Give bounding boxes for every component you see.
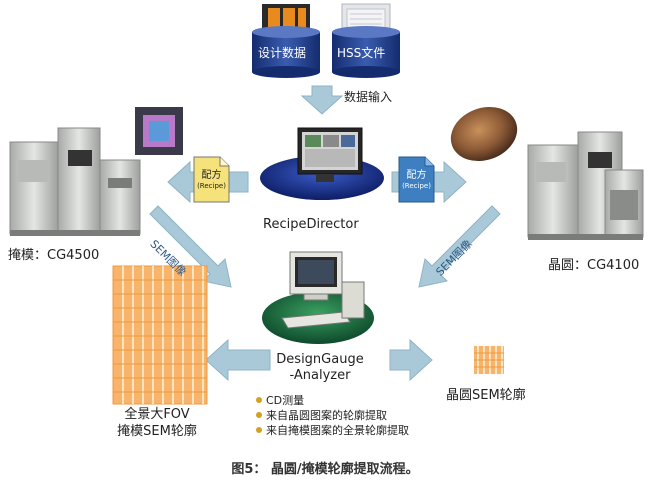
design-data-label: 设计数据 <box>258 46 307 60</box>
hss-file-label: HSS文件 <box>337 46 386 60</box>
mask-sem-contour-grid <box>112 265 208 405</box>
recipe-doc-yellow-text: 配方 (Recipe) <box>194 170 229 192</box>
recipe-doc-yellow <box>193 156 230 203</box>
feature-item: 来自晶圆图案的轮廓提取 <box>256 408 409 423</box>
recipe-doc-title: 配方 <box>201 170 222 181</box>
design-gauge-line1: DesignGauge <box>276 352 364 367</box>
mask-fov-label: 全景大FOV 掩模SEM轮廓 <box>92 406 222 440</box>
figure-caption: 图5： 晶圆/掩模轮廓提取流程。 <box>231 462 419 477</box>
mask-machine-cg4500 <box>9 127 141 236</box>
bullet-dot <box>256 412 262 418</box>
feature-text: 来自掩模图案的全景轮廓提取 <box>266 424 409 437</box>
recipe-doc-sub: (Recipe) <box>197 182 226 190</box>
recipe-director-label: RecipeDirector <box>263 217 359 232</box>
feature-item: CD测量 <box>256 393 409 408</box>
wafer-sem-label: 晶圆SEM轮廓 <box>446 388 526 403</box>
recipe-doc-blue <box>398 156 435 203</box>
output-arrow-left <box>205 338 271 382</box>
feature-text: 来自晶圆图案的轮廓提取 <box>266 409 387 422</box>
data-input-arrow <box>300 85 344 115</box>
wafer-sem-contour-grid <box>474 346 504 374</box>
feature-list: CD测量 来自晶圆图案的轮廓提取 来自掩模图案的全景轮廓提取 <box>256 393 409 438</box>
feature-item: 来自掩模图案的全景轮廓提取 <box>256 423 409 438</box>
data-input-label: 数据输入 <box>344 90 393 104</box>
design-gauge-label: DesignGauge -Analyzer <box>262 352 378 384</box>
wafer-machine-cg4100 <box>527 131 644 240</box>
recipe-director-computer <box>260 127 384 200</box>
design-data-cylinder <box>252 4 320 78</box>
recipe-doc-sub: (Recipe) <box>402 182 431 190</box>
sem-arrow-right <box>418 205 501 288</box>
mask-image <box>135 107 183 155</box>
mask-machine-label: 掩模：CG4500 <box>8 248 100 263</box>
bullet-dot <box>256 397 262 403</box>
design-gauge-line2: -Analyzer <box>289 368 351 383</box>
sem-arrow-left <box>149 205 232 288</box>
bullet-dot <box>256 427 262 433</box>
output-arrow-right <box>389 338 433 382</box>
design-gauge-computer <box>262 251 374 344</box>
wafer-machine-label: 晶圆：CG4100 <box>548 258 640 273</box>
mask-fov-line1: 全景大FOV <box>124 407 190 422</box>
hss-file-cylinder <box>332 3 400 78</box>
recipe-doc-title: 配方 <box>406 170 427 181</box>
feature-text: CD测量 <box>266 394 305 407</box>
recipe-doc-blue-text: 配方 (Recipe) <box>399 170 434 192</box>
mask-fov-line2: 掩模SEM轮廓 <box>117 424 197 439</box>
wafer-image <box>450 106 518 162</box>
